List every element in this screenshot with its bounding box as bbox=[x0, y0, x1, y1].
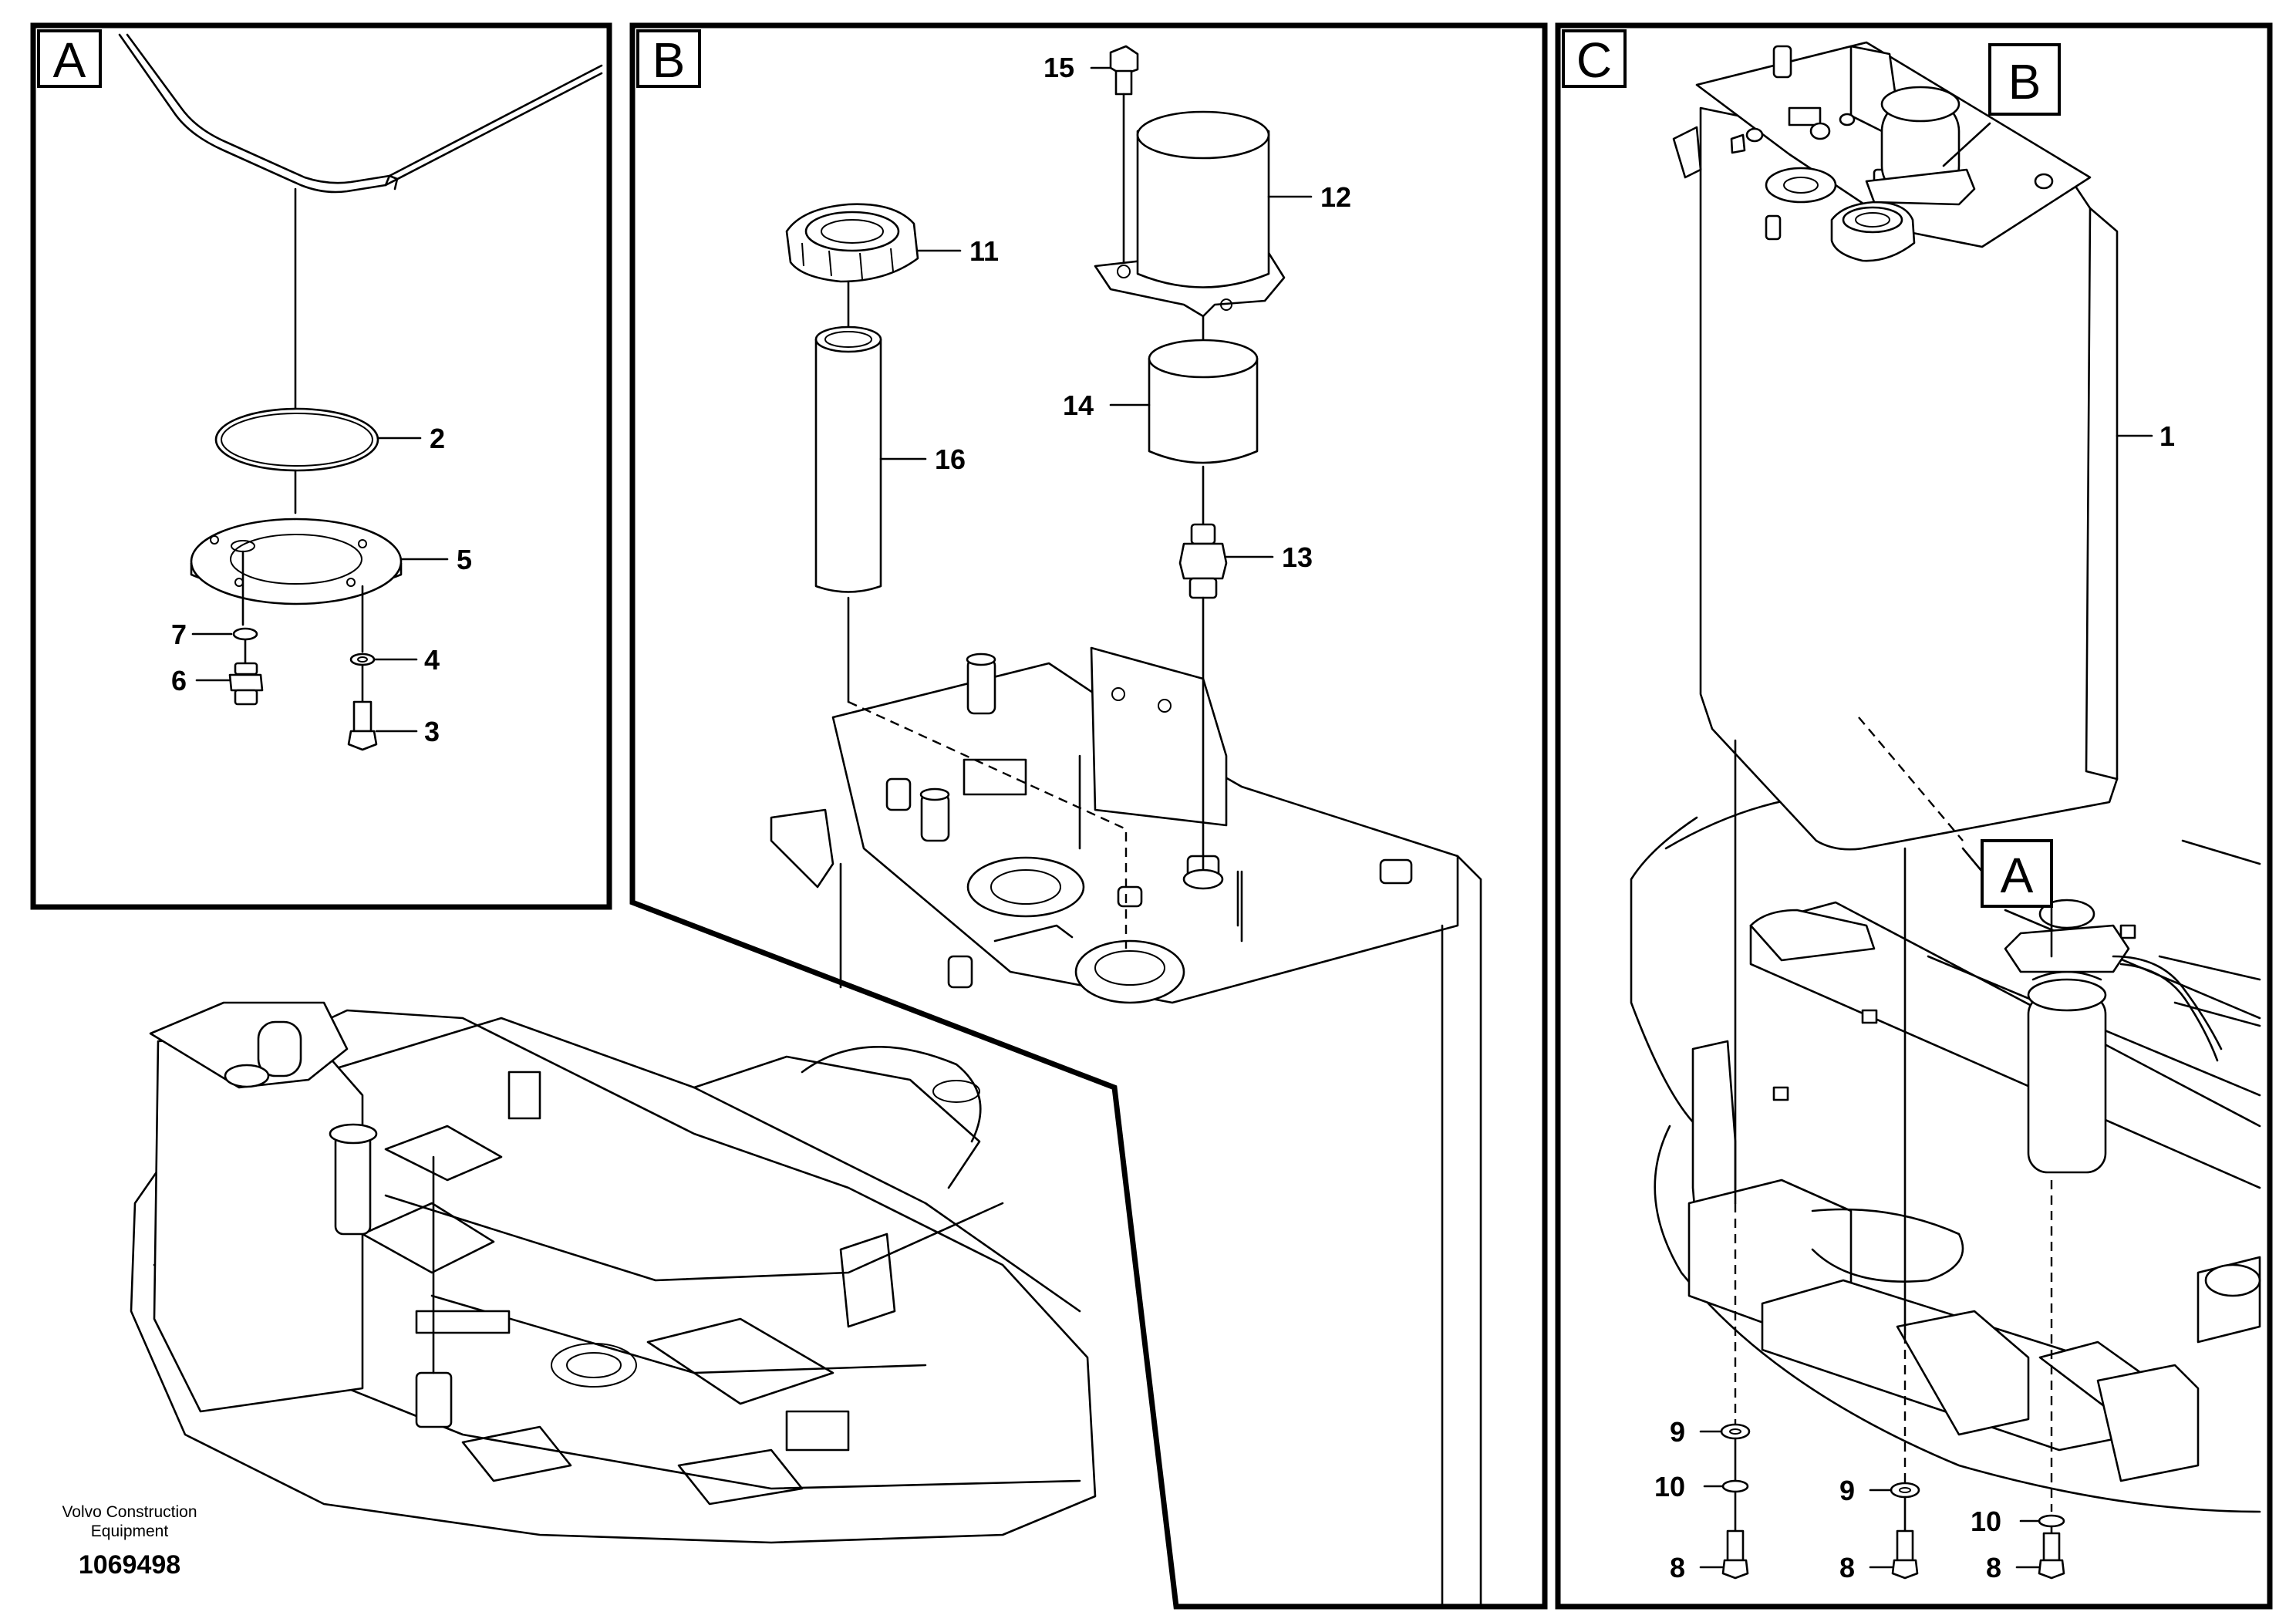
footer: Volvo Construction Equipment 1069498 bbox=[62, 1503, 197, 1580]
panel-a: A 2 5 7 6 bbox=[30, 22, 612, 910]
callout-6: 6 bbox=[171, 665, 187, 696]
panel-b: B 15 bbox=[629, 22, 1548, 1610]
brand-line-2: Equipment bbox=[91, 1523, 169, 1540]
callout-13: 13 bbox=[1282, 541, 1313, 573]
overview-machine-frame bbox=[130, 1001, 1097, 1544]
callout-8-left: 8 bbox=[1670, 1552, 1685, 1583]
panel-a-label: A bbox=[53, 32, 86, 88]
callout-9-left: 9 bbox=[1670, 1416, 1685, 1448]
drawing-number: 1069498 bbox=[79, 1550, 180, 1580]
callout-7: 7 bbox=[171, 619, 187, 650]
panel-c-callout-a: A bbox=[2001, 848, 2034, 903]
callout-1: 1 bbox=[2159, 420, 2175, 452]
callout-16: 16 bbox=[935, 443, 966, 475]
callout-11: 11 bbox=[969, 235, 999, 267]
callout-5: 5 bbox=[457, 544, 472, 575]
callout-2: 2 bbox=[430, 423, 445, 454]
callout-14: 14 bbox=[1063, 389, 1094, 421]
callout-9-middle: 9 bbox=[1839, 1475, 1855, 1506]
panel-c-label: C bbox=[1576, 32, 1612, 88]
panel-c-callout-b: B bbox=[2008, 54, 2041, 110]
callout-12: 12 bbox=[1320, 181, 1351, 213]
callout-8-middle: 8 bbox=[1839, 1552, 1855, 1583]
callout-8-right: 8 bbox=[1986, 1552, 2001, 1583]
callout-10-left: 10 bbox=[1654, 1471, 1685, 1502]
callout-15: 15 bbox=[1043, 52, 1074, 83]
callout-3: 3 bbox=[424, 716, 440, 747]
callout-4: 4 bbox=[424, 644, 440, 676]
brand-line-1: Volvo Construction bbox=[62, 1503, 197, 1521]
callout-10-right: 10 bbox=[1971, 1506, 2001, 1537]
panel-b-label: B bbox=[652, 32, 686, 88]
panel-c: C bbox=[1555, 22, 2273, 1610]
